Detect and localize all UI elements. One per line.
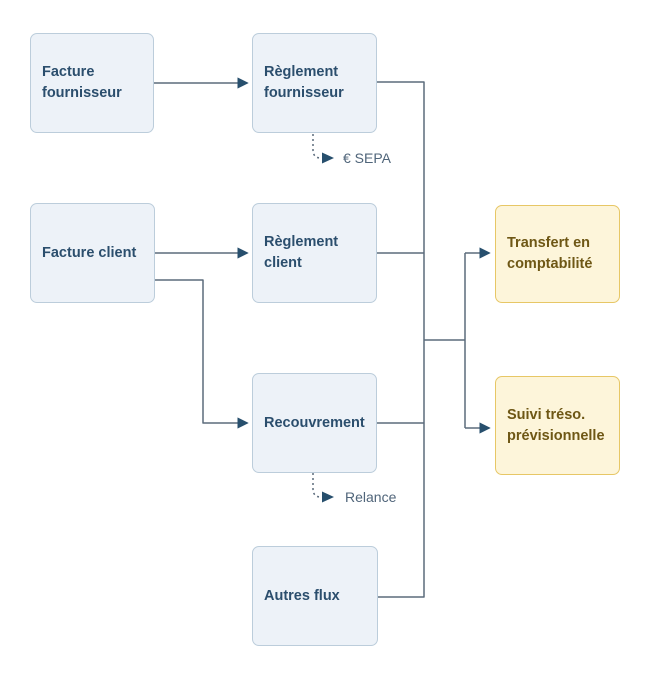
edge-recouvrement-to-relance-dotted (312, 473, 322, 498)
edge-label-sepa: € SEPA (343, 150, 391, 166)
node-reglement-client: Règlement client (252, 203, 377, 303)
node-suivi-treso: Suivi tréso. prévisionnelle (495, 376, 620, 475)
node-transfert-comptabilite: Transfert en comptabilité (495, 205, 620, 303)
sepa-arrowhead-icon (322, 152, 334, 164)
edge-facture-client-to-recouvrement (155, 279, 249, 429)
node-suivi-treso-label: Suivi tréso. prévisionnelle (507, 406, 605, 444)
relance-arrowhead-icon (322, 491, 334, 503)
node-facture-fournisseur: Facture fournisseur (30, 33, 154, 133)
node-recouvrement-label: Recouvrement (264, 414, 365, 431)
node-recouvrement: Recouvrement (252, 373, 377, 473)
node-facture-client: Facture client (30, 203, 155, 303)
node-transfert-comptabilite-label: Transfert en comptabilité (507, 235, 593, 272)
edge-label-relance: Relance (345, 489, 397, 505)
node-reglement-fournisseur: Règlement fournisseur (252, 33, 377, 133)
node-reglement-client-label: Règlement client (264, 234, 339, 271)
node-autres-flux: Autres flux (252, 546, 378, 646)
node-reglement-fournisseur-label: Règlement fournisseur (264, 64, 344, 101)
edge-reglement-fournisseur-to-sepa-dotted (312, 134, 322, 159)
node-autres-flux-label: Autres flux (264, 587, 340, 604)
node-facture-client-label: Facture client (42, 244, 137, 261)
node-facture-fournisseur-label: Facture fournisseur (42, 64, 122, 101)
